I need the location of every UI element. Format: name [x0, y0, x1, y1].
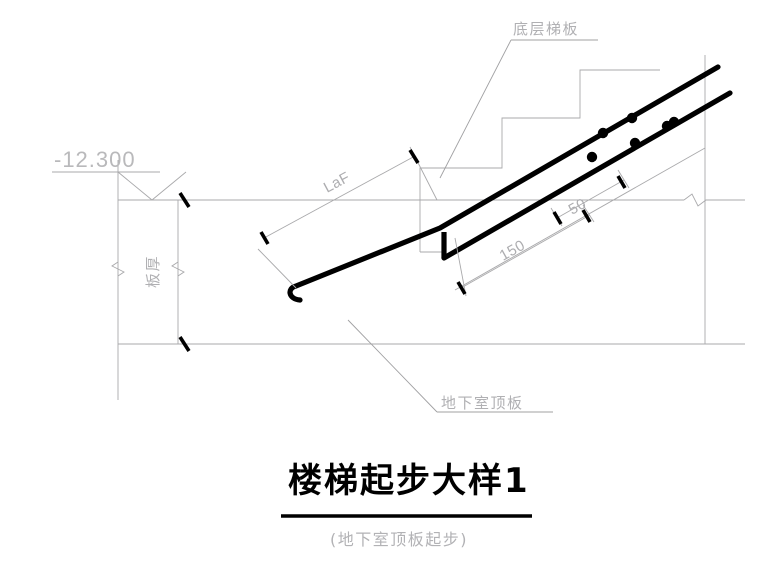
tick-bottom: [178, 336, 191, 352]
break-symbol-top-right: [683, 193, 745, 207]
laf-tick-right: [408, 149, 420, 164]
annotation-bottom-group: 地下室顶板: [347, 319, 553, 413]
break-symbol-left: [111, 261, 125, 277]
laf-extension-left: [257, 248, 297, 289]
elevation-triangle: [117, 171, 187, 201]
dim150-extension-right: [582, 204, 595, 223]
stair-step-profile: [419, 69, 660, 252]
rebar-group: [287, 64, 733, 303]
title-block-group: 楼梯起步大样1 (地下室顶板起步): [281, 461, 532, 549]
slab-thickness-label-group: 板厚: [144, 255, 162, 288]
drawing-subtitle: (地下室顶板起步): [330, 530, 468, 549]
elevation-value: -12.300: [54, 147, 136, 172]
upper-rebar-sloping: [441, 90, 733, 261]
structure-outline-group: [111, 55, 745, 400]
dim50-tick-right: [616, 175, 627, 189]
dim50-label: 50: [566, 195, 590, 218]
top-note-leader: [439, 39, 512, 179]
elevation-marker-group: -12.300: [52, 147, 187, 201]
dim50-line: [556, 179, 625, 219]
bottom-note-leader: [347, 319, 438, 413]
bottom-note-label: 地下室顶板: [441, 394, 524, 412]
rebar-dot: [629, 137, 641, 149]
rebar-dot: [668, 116, 680, 128]
rebar-dot: [586, 151, 598, 163]
dimension-tick-group: [178, 192, 191, 352]
bottom-rebar-with-hook: [287, 64, 721, 303]
dim150-tick-right: [581, 209, 592, 223]
dim50-tick-left: [552, 211, 563, 225]
tick-top: [178, 192, 191, 208]
rebar-dot: [597, 127, 609, 139]
dim150-label: 150: [497, 237, 528, 265]
top-note-label: 底层梯板: [513, 20, 579, 38]
laf-tick-left: [259, 231, 270, 245]
break-symbol-dim: [171, 261, 185, 277]
stair-soffit-line: [454, 147, 706, 291]
dim150-line: [460, 214, 591, 289]
dim150-extension-left: [454, 237, 467, 297]
drawing-title: 楼梯起步大样1: [288, 461, 530, 501]
dimension-50-group: 50: [550, 169, 630, 227]
dim150-tick-left: [456, 281, 467, 295]
dim50-extension-right: [617, 169, 630, 189]
annotation-top-group: 底层梯板: [439, 20, 598, 179]
laf-dimension-line: [263, 155, 416, 239]
rebar-dot: [626, 112, 638, 124]
slab-thickness-label: 板厚: [144, 255, 162, 288]
